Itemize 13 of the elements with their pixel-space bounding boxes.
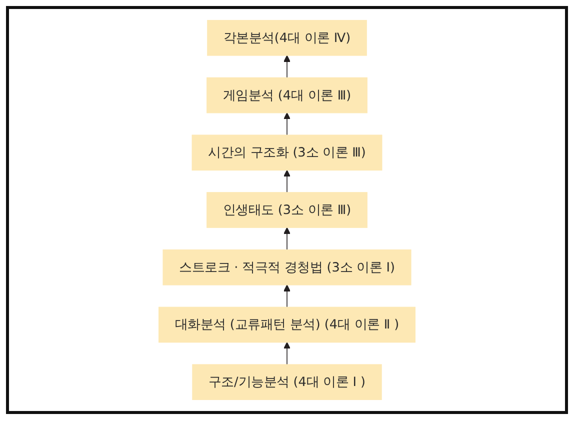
- node-box: 스트로크 · 적극적 경청법 (3소 이론 Ⅰ): [162, 249, 412, 286]
- arrow: [284, 284, 290, 308]
- node-box: 게임분석 (4대 이론 Ⅲ): [206, 77, 368, 114]
- arrow: [284, 227, 290, 250]
- arrow: [284, 342, 290, 365]
- node-box: 구조/기능분석 (4대 이론 Ⅰ ): [192, 364, 382, 400]
- node-box: 인생태도 (3소 이론 Ⅲ): [206, 192, 368, 228]
- node-box: 대화분석 (교류패턴 분석) (4대 이론 Ⅱ ): [158, 306, 416, 343]
- arrow: [284, 55, 290, 78]
- node-box: 각본분석(4대 이론 Ⅳ): [207, 20, 367, 56]
- node-box: 시간의 구조화 (3소 이론 Ⅲ): [192, 134, 382, 171]
- arrow: [284, 112, 290, 136]
- arrow: [284, 170, 290, 193]
